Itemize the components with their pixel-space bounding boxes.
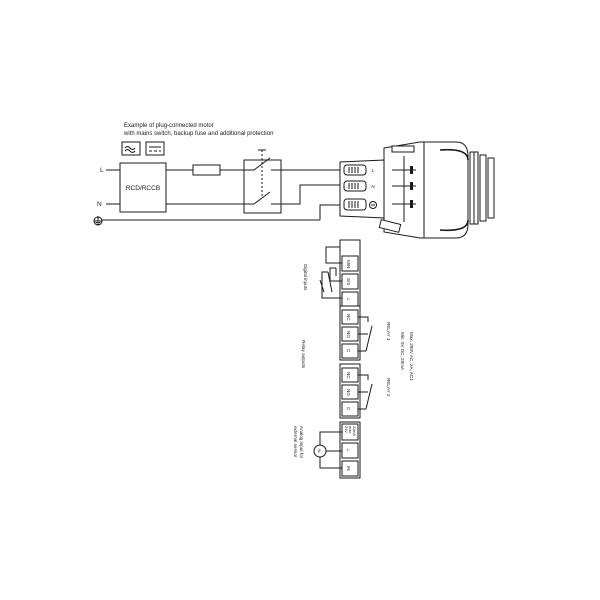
dc-symbol: [145, 141, 165, 156]
di-label-min: MIN: [346, 260, 351, 268]
relay-outputs-block: Relay outputs NC NO C RELAY 1 NC NO C RE…: [301, 305, 414, 419]
analog-title-line-1: Analog input for: [299, 426, 304, 459]
backup-fuse: [192, 164, 221, 176]
mains-switch: [243, 149, 282, 214]
ac-wave-icon: [124, 146, 136, 150]
plug-pin-row-pe: [343, 198, 377, 211]
ai-24v-line-2: max.: [348, 426, 352, 434]
plug-pin-label-n: N: [371, 184, 374, 189]
rcd-block: RCD/RCCB: [119, 141, 167, 213]
relay1-label-no: NO: [346, 331, 351, 338]
di-label-ss: S/S: [346, 278, 351, 285]
relay1-label-nc: NC: [346, 314, 351, 321]
relay-rating-line-1: Max. 250V AC, 2A, AC1: [409, 332, 414, 381]
relay2-label-c: C: [346, 407, 351, 411]
plug-pin-row-n: N: [343, 180, 375, 192]
plug-pin-label-l: L: [372, 168, 375, 173]
relay-outputs-title: Relay outputs: [301, 340, 306, 369]
sensor-label: IN: [317, 449, 322, 453]
ai-label-gnd: ⊥: [346, 448, 351, 452]
digital-inputs-title: Digital inputs: [303, 264, 308, 291]
di-label-gnd: ⊥: [346, 297, 351, 301]
relay1-label-c: C: [346, 349, 351, 353]
relay2-name: RELAY 2: [386, 378, 391, 397]
plug-pin-row-l: L: [343, 164, 375, 176]
earth-icon: [93, 216, 103, 226]
phase-label: L: [100, 167, 104, 174]
analog-title-line-2: external sensor: [293, 426, 298, 458]
relay2-contact: [365, 383, 373, 410]
relay2-label-no: NO: [346, 389, 351, 396]
mains-wires: [102, 169, 340, 221]
ai-label-in: IN: [346, 466, 351, 471]
caption-line-1: Example of plug-connected motor: [124, 123, 214, 129]
ai-24v-line-3: 22mA: [352, 426, 356, 436]
relay1-contact: [365, 325, 373, 352]
rcd-label: RCD/RCCB: [126, 185, 160, 192]
digital-inputs-block: Digital inputs MIN S/S ⊥: [303, 239, 361, 309]
motor-plug: L N: [339, 141, 495, 239]
analog-input-block: Analog input for external sensor 24V max…: [293, 421, 361, 479]
relay-rating-line-2: Min. 5V DC, 20mA: [400, 332, 405, 371]
ai-24v-line-1: 24V: [344, 426, 348, 433]
plug-earth-icon: [369, 201, 377, 209]
relay2-label-nc: NC: [346, 372, 351, 379]
neutral-label: N: [97, 201, 102, 208]
relay1-name: RELAY 1: [386, 322, 391, 341]
caption-line-2: with mains switch, backup fuse and addit…: [123, 131, 273, 137]
